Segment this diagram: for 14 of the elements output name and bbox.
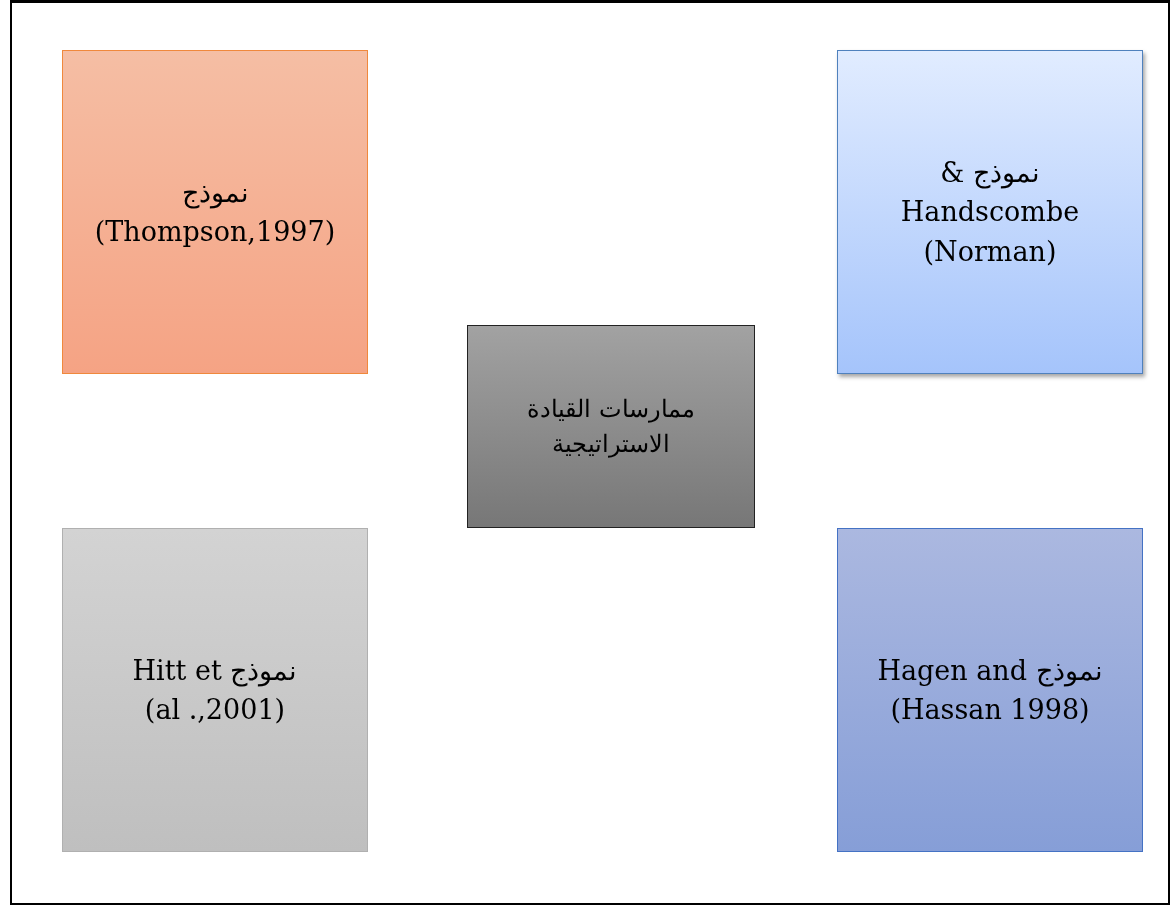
model-box bbox=[837, 50, 1143, 374]
box-text: ممارسات القيادة الاستراتيجية bbox=[526, 393, 696, 460]
box-text: نموذج Hitt et bbox=[132, 653, 298, 689]
model-box bbox=[62, 528, 368, 852]
box-text: (al .,2001) bbox=[144, 693, 286, 727]
box-text: نموذج Hagen and bbox=[877, 653, 1103, 689]
box-text: (Hassan 1998) bbox=[890, 693, 1090, 727]
model-box bbox=[837, 528, 1143, 852]
model-box bbox=[62, 50, 368, 374]
box-text: (Thompson,1997) bbox=[94, 215, 336, 249]
box-text: (Norman) bbox=[923, 234, 1057, 269]
model-box bbox=[467, 325, 755, 528]
box-text: نموذج & Handscombe bbox=[899, 156, 1081, 230]
box-text: نموذج bbox=[181, 175, 249, 211]
